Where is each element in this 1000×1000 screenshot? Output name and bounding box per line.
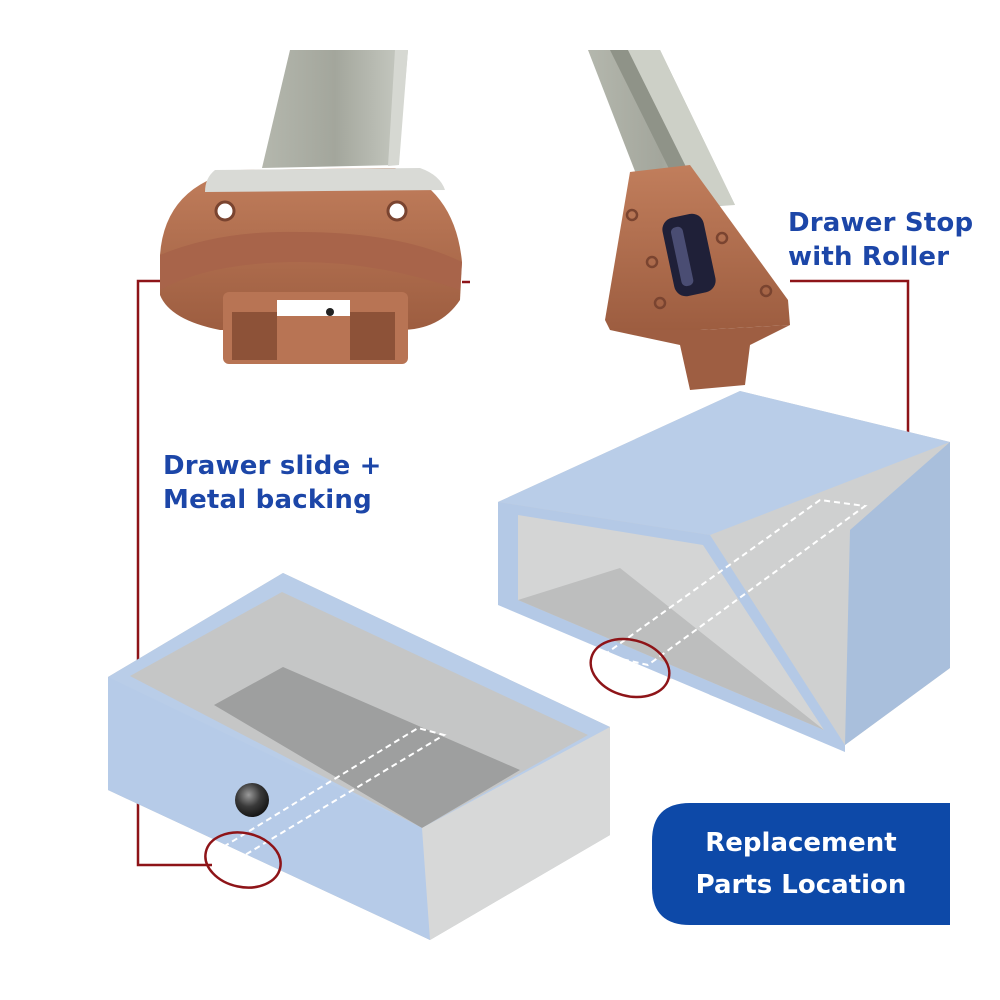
drawer-stop-label: Drawer Stop with Roller: [788, 206, 973, 274]
drawer-stop-label-line1: Drawer Stop: [788, 208, 974, 238]
badge-line1: Replacement: [705, 828, 897, 858]
replacement-parts-badge: Replacement Parts Location: [652, 803, 950, 925]
badge-background: [652, 803, 950, 925]
drawer-slide-part: [160, 50, 462, 364]
drawer-cabinet: [498, 391, 950, 752]
drawer-slide-label-line1: Drawer slide +: [163, 451, 382, 481]
drawer-box: [108, 573, 610, 940]
drawer-stop-label-line2: with Roller: [788, 242, 950, 272]
drawer-slide-label-line2: Metal backing: [163, 485, 372, 515]
drawer-stop-part: [588, 50, 790, 390]
badge-line2: Parts Location: [695, 870, 907, 900]
drawer-slide-label: Drawer slide + Metal backing: [163, 449, 382, 517]
drawer-knob-icon: [235, 783, 269, 817]
